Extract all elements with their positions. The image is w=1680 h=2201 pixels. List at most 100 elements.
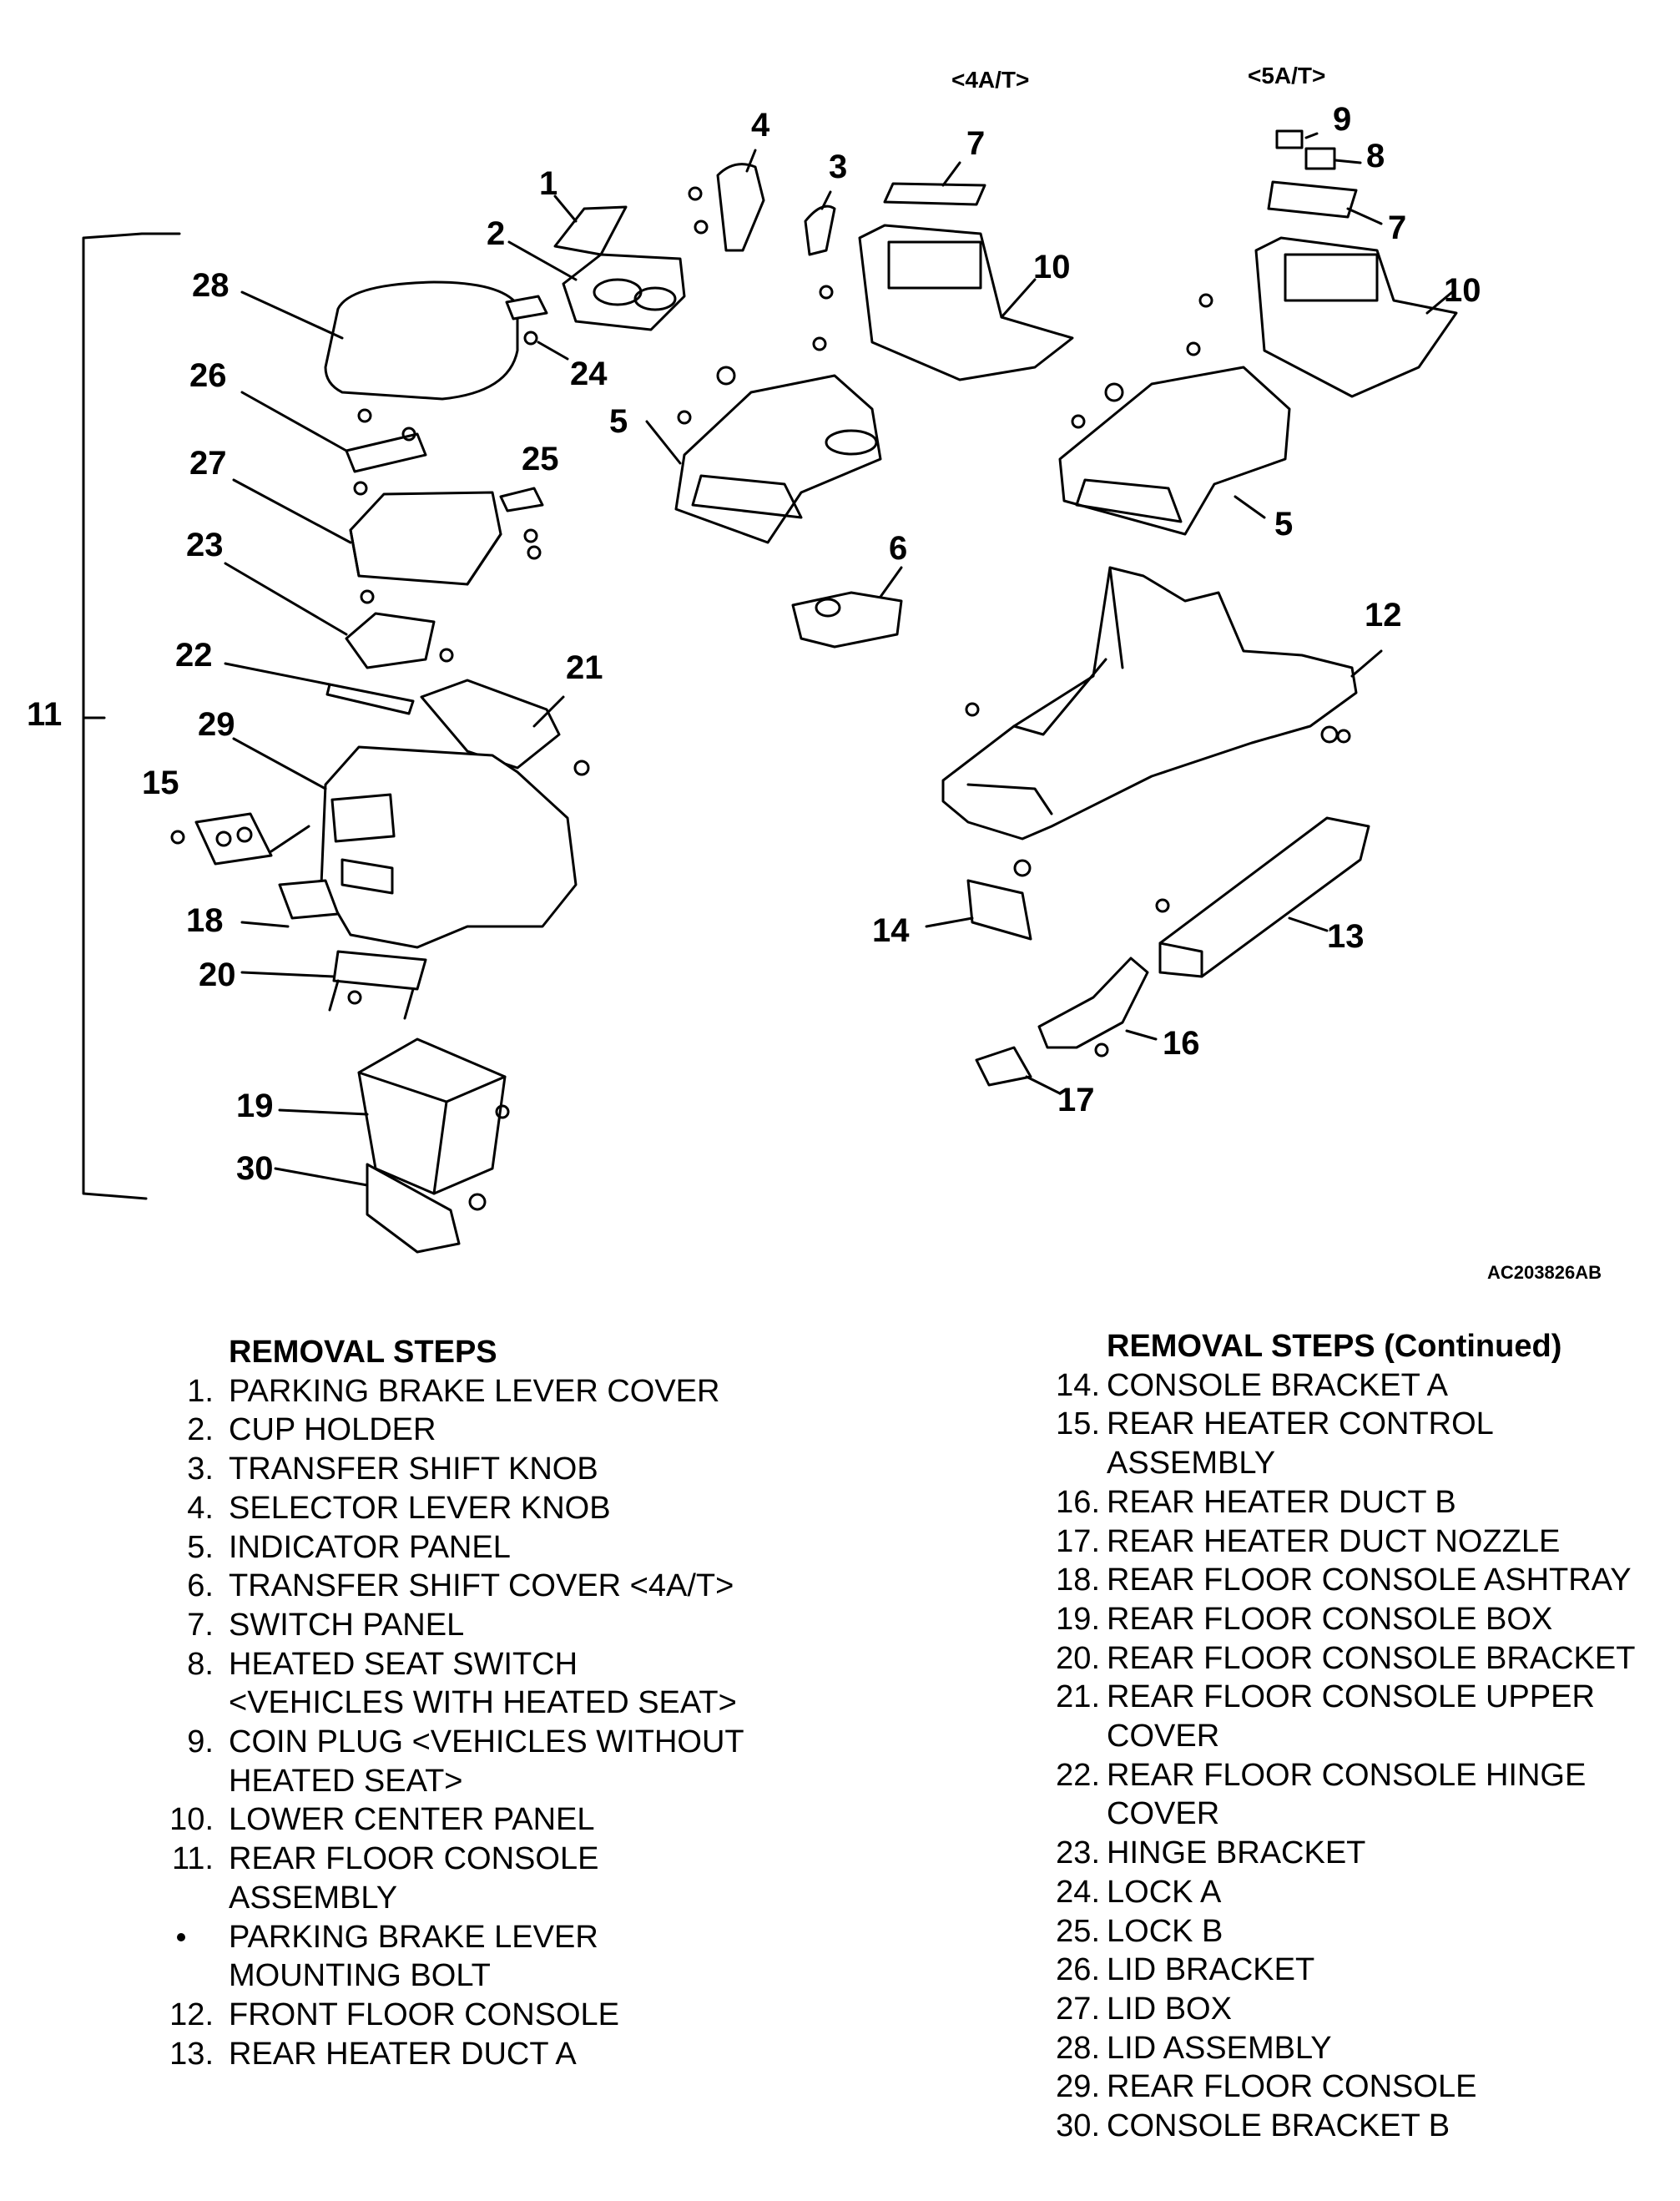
step-item: 16.REAR HEATER DUCT B [1052, 1483, 1677, 1522]
callout-4: 4 [751, 107, 770, 144]
callout-5-4at: 5 [609, 403, 628, 440]
step-number: 25. [1056, 1913, 1100, 1949]
callout-11: 11 [27, 696, 63, 733]
step-text: SELECTOR LEVER KNOB [229, 1490, 611, 1526]
callout-19: 19 [236, 1088, 274, 1124]
step-text-continued: ASSEMBLY [229, 1880, 398, 1916]
step-text: LID BOX [1107, 1991, 1232, 2027]
callout-23: 23 [186, 527, 224, 563]
step-text: REAR FLOOR CONSOLE HINGE [1107, 1757, 1587, 1793]
callout-26: 26 [189, 357, 227, 394]
part-switch-panel-4at [883, 182, 986, 206]
step-item: 30.CONSOLE BRACKET B [1052, 2107, 1677, 2146]
step-text: TRANSFER SHIFT KNOB [229, 1451, 598, 1487]
part-switch-panel-5at [1267, 180, 1358, 219]
exploded-parts-diagram: <4A/T> <5A/T> AC203826AB 1 2 3 4 5 5 6 7… [27, 63, 1602, 1283]
step-item: 8.HEATED SEAT SWITCH<VEHICLES WITH HEATE… [159, 1645, 826, 1723]
step-text: REAR FLOOR CONSOLE ASHTRAY [1107, 1562, 1632, 1598]
step-text: COIN PLUG <VEHICLES WITHOUT [229, 1724, 744, 1760]
step-number: 24. [1056, 1874, 1100, 1910]
callout-13: 13 [1327, 918, 1365, 955]
step-number: 15. [1056, 1406, 1100, 1442]
part-lower-center-panel-4at [858, 224, 1074, 381]
step-number: 6. [187, 1568, 214, 1604]
part-front-floor-console [941, 566, 1358, 841]
step-number: 1. [187, 1373, 214, 1409]
step-text: REAR FLOOR CONSOLE [229, 1841, 599, 1877]
step-item: 29.REAR FLOOR CONSOLE [1052, 2067, 1677, 2107]
step-item: 7.SWITCH PANEL [159, 1606, 826, 1645]
removal-steps-continued-heading: REMOVAL STEPS (Continued) [1107, 1329, 1562, 1364]
parts-drawing [82, 129, 1458, 1254]
callout-12: 12 [1365, 597, 1402, 634]
step-item: 27.LID BOX [1052, 1990, 1677, 2029]
part-lid-assembly [324, 280, 519, 401]
part-console-bracket-a [966, 879, 1032, 941]
part-heated-seat-switch [1304, 147, 1336, 170]
step-number: 23. [1056, 1835, 1100, 1871]
step-text: FRONT FLOOR CONSOLE [229, 1997, 620, 2032]
part-upper-cover [420, 679, 561, 770]
figure-code: AC203826AB [1487, 1262, 1602, 1283]
step-text: HEATED SEAT SWITCH [229, 1646, 578, 1682]
callout-16: 16 [1163, 1025, 1200, 1062]
part-rear-heater-duct-b [1037, 957, 1149, 1049]
step-number: 18. [1056, 1562, 1100, 1598]
callout-6: 6 [889, 530, 908, 567]
step-text: REAR HEATER DUCT B [1107, 1484, 1456, 1520]
part-indicator-panel-4at [674, 374, 882, 544]
callout-5-5at: 5 [1274, 506, 1294, 543]
callout-29: 29 [198, 706, 235, 743]
step-number: 19. [1056, 1601, 1100, 1637]
part-lock-b [499, 487, 544, 512]
step-number: 29. [1056, 2069, 1100, 2105]
step-number: 27. [1056, 1991, 1100, 2027]
step-item: 2.CUP HOLDER [159, 1411, 826, 1450]
part-lower-center-panel-5at [1254, 236, 1458, 398]
step-text: REAR FLOOR CONSOLE [1107, 2069, 1477, 2105]
step-number: 11. [171, 1841, 214, 1877]
callout-1: 1 [539, 165, 558, 202]
step-number: 20. [1056, 1640, 1100, 1676]
step-item: 14.CONSOLE BRACKET A [1052, 1366, 1677, 1406]
part-console-bracket-b [366, 1163, 461, 1254]
step-number: 13. [169, 2036, 214, 2072]
callout-7-5at: 7 [1388, 209, 1407, 246]
step-number: 30. [1056, 2108, 1100, 2144]
removal-steps-list: REMOVAL STEPS 1.PARKING BRAKE LEVER COVE… [159, 1333, 826, 2073]
step-item: 13. REAR HEATER DUCT A [159, 2035, 826, 2074]
step-number: 21. [1056, 1679, 1100, 1715]
part-transfer-shift-cover [791, 591, 903, 649]
step-item: 17.REAR HEATER DUCT NOZZLE [1052, 1522, 1677, 1562]
step-text: LOCK B [1107, 1913, 1223, 1949]
step-text: LID ASSEMBLY [1107, 2030, 1332, 2066]
step-item: 19.REAR FLOOR CONSOLE BOX [1052, 1600, 1677, 1639]
step-text: REAR FLOOR CONSOLE UPPER [1107, 1679, 1595, 1715]
callout-27: 27 [189, 445, 227, 482]
step-text-continued: COVER [1107, 1796, 1220, 1832]
step-text: REAR HEATER DUCT NOZZLE [1107, 1523, 1561, 1559]
part-transfer-shift-knob [804, 204, 836, 256]
step-text-continued: HEATED SEAT> [229, 1763, 463, 1799]
step-number: 14. [1056, 1367, 1100, 1403]
step-text: LOWER CENTER PANEL [229, 1802, 595, 1838]
part-ashtray [278, 879, 340, 920]
step-text: REAR HEATER DUCT A [229, 2036, 577, 2072]
step-text-continued: COVER [1107, 1719, 1220, 1754]
part-rear-floor-console [320, 745, 578, 949]
part-rear-heater-duct-nozzle [975, 1046, 1032, 1087]
step-text: CONSOLE BRACKET B [1107, 2108, 1450, 2144]
step-number: 7. [187, 1607, 214, 1643]
step-item: 5.INDICATOR PANEL [159, 1528, 826, 1567]
step-number: 8. [187, 1646, 214, 1682]
part-rear-heater-control [194, 812, 273, 866]
callout-2: 2 [487, 215, 506, 252]
part-indicator-panel-5at [1058, 366, 1291, 536]
removal-steps-continued-list: REMOVAL STEPS (Continued) 14.CONSOLE BRA… [1052, 1327, 1677, 2146]
step-text-continued: ASSEMBLY [1107, 1446, 1276, 1482]
step-item: 1.PARKING BRAKE LEVER COVER [159, 1372, 826, 1411]
step-item: 4.SELECTOR LEVER KNOB [159, 1489, 826, 1528]
